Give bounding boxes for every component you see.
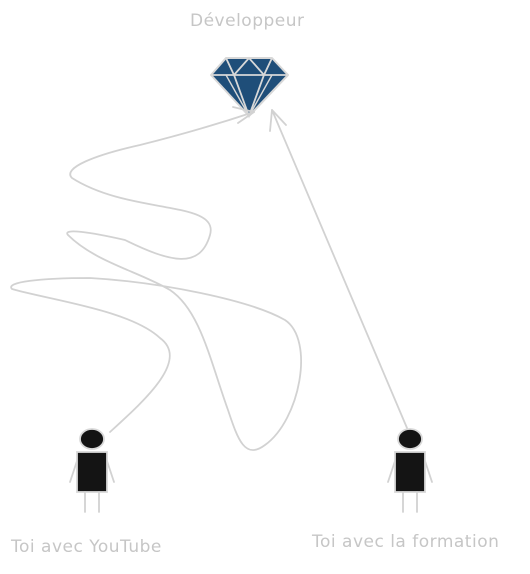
formation-person-label: Toi avec la formation: [312, 532, 500, 552]
winding-path-arrow: [10, 106, 302, 451]
person-youtube-icon: [69, 428, 115, 513]
person-formation-icon: [387, 428, 433, 513]
youtube-person-label: Toi avec YouTube: [11, 537, 162, 557]
diamond-icon: [210, 56, 289, 119]
goal-label: Développeur: [190, 11, 305, 31]
straight-path-arrow: [269, 109, 408, 429]
